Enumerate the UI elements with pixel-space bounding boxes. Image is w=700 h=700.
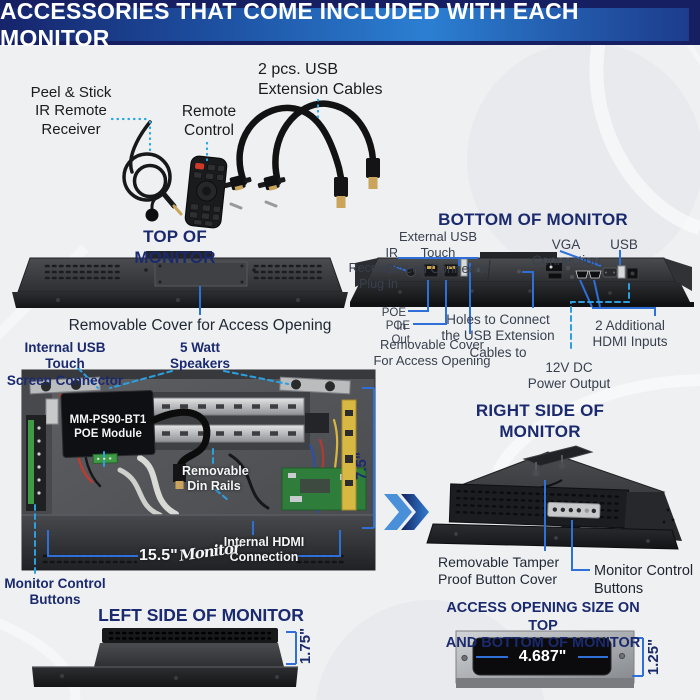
ir-receiver-image [122, 120, 183, 222]
usb-extension-cables-image [223, 100, 380, 210]
ir-plug-label: IR Receiver Plug In [348, 246, 398, 291]
access-height-dimension: 1.25" [645, 638, 662, 676]
external-usb-label: External USB Touch Screen Connector [385, 229, 491, 276]
ir-receiver-label: Peel & Stick IR Remote Receiver [30, 84, 112, 138]
height-dimension: 7.5" [353, 452, 370, 480]
power-output-label: 12V DC Power Output [527, 360, 611, 392]
left-side-heading: LEFT SIDE OF MONITOR [98, 605, 304, 625]
chevron-arrows [384, 494, 429, 530]
page-title: ACCESSORIES THAT COME INCLUDED WITH EACH… [0, 0, 579, 51]
left-height-dimension: 1.75" [297, 627, 314, 665]
right-side-heading: RIGHT SIDE OF MONITOR [475, 401, 605, 441]
poe-out-label: POE Out [385, 320, 410, 347]
vga-label: VGA Connection [531, 237, 601, 269]
header-banner-gradient: ACCESSORIES THAT COME INCLUDED WITH EACH… [0, 0, 689, 51]
poe-in-label: POE In [381, 307, 406, 334]
holes-label: Holes to Connect the USB Extension Cable… [441, 312, 555, 360]
speakers-label: 5 Watt Speakers [169, 340, 231, 372]
bottom-of-monitor-heading: BOTTOM OF MONITOR [438, 210, 628, 229]
din-rails-label: Removable Din Rails [182, 464, 249, 494]
tamper-cover-label: Removable Tamper Proof Button Cover [438, 554, 560, 588]
internal-control-buttons-label: Monitor Control Buttons [4, 576, 106, 608]
usb-cables-label: 2 pcs. USB Extension Cables [258, 61, 383, 98]
bottom-cover-label: Removable Cover For Access Opening [373, 337, 491, 368]
access-opening-heading: ACCESS OPENING SIZE ON TOP AND BOTTOM OF… [445, 600, 641, 652]
remote-control-label: Remote Control [181, 103, 237, 139]
left-side-of-monitor-image [32, 628, 298, 687]
access-width-dimension: 4.687" [518, 648, 567, 665]
right-side-of-monitor-image [426, 445, 682, 550]
usb-label: USB [610, 237, 638, 252]
width-dimension: 15.5" [139, 547, 178, 564]
top-of-monitor-heading: TOP OF MONITOR [134, 227, 216, 267]
header-banner: ACCESSORIES THAT COME INCLUDED WITH EACH… [0, 0, 700, 51]
right-control-buttons-label: Monitor Control Buttons [594, 563, 694, 597]
top-cover-label: Removable Cover for Access Opening [68, 317, 332, 334]
hdmi-inputs-label: 2 Additional HDMI Inputs [592, 318, 668, 350]
internal-usb-touch-label: Internal USB Touch Screen Connector [6, 340, 124, 388]
remote-control-image [184, 155, 228, 229]
poe-module-label: MM-PS90-BT1 POE Module [69, 414, 147, 441]
